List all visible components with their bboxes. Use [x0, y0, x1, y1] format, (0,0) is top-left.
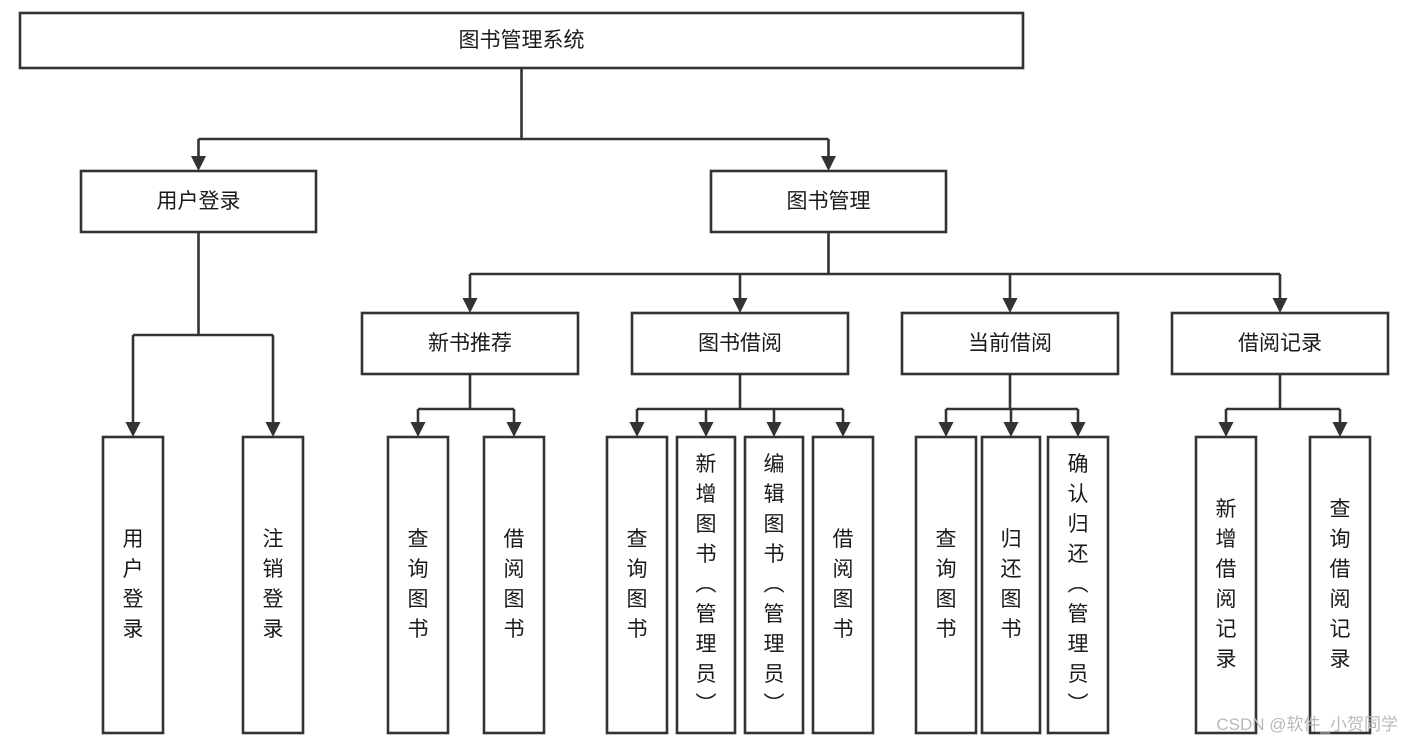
- node-leaf-10-box: [1046, 435, 1110, 735]
- borrow-branch-arrow-3: [835, 422, 851, 437]
- node-leaf-8-box: [914, 435, 978, 735]
- node-leaf-6-label: 编辑图书︵管理员︶: [764, 453, 785, 716]
- node-level3-0[interactable]: 新书推荐: [360, 311, 580, 376]
- node-leaf-1[interactable]: 注销登录: [241, 435, 305, 735]
- node-leaf-5[interactable]: 新增图书︵管理员︶: [675, 435, 737, 735]
- node-level2-0[interactable]: 用户登录: [79, 169, 318, 234]
- csdn-watermark: CSDN @软件_小贺同学: [1216, 715, 1398, 734]
- node-leaf-9-label: 归还图书: [1001, 528, 1022, 641]
- node-layer: 图书管理系统用户登录图书管理新书推荐图书借阅当前借阅借阅记录用户登录注销登录查询…: [18, 11, 1390, 735]
- book-mgmt-branch-arrow-3: [1272, 298, 1288, 313]
- node-system-root[interactable]: 图书管理系统: [18, 11, 1025, 70]
- node-leaf-5-label: 新增图书︵管理员︶: [696, 453, 717, 716]
- node-leaf-9[interactable]: 归还图书: [980, 435, 1042, 735]
- node-leaf-0-label: 用户登录: [123, 528, 144, 641]
- node-leaf-8[interactable]: 查询图书: [914, 435, 978, 735]
- node-level3-2-label: 当前借阅: [968, 332, 1052, 355]
- node-leaf-10-label: 确认归还︵管理员︶: [1068, 453, 1089, 716]
- node-leaf-12-label: 查询借阅记录: [1330, 498, 1351, 671]
- node-leaf-4-box: [605, 435, 669, 735]
- node-level2-1[interactable]: 图书管理: [709, 169, 948, 234]
- root-branch-arrow-1: [821, 156, 836, 171]
- node-leaf-12[interactable]: 查询借阅记录: [1308, 435, 1372, 735]
- current-branch-arrow-0: [938, 422, 954, 437]
- node-level2-1-label: 图书管理: [787, 190, 871, 213]
- node-leaf-3-label: 借阅图书: [504, 528, 525, 641]
- node-leaf-2-label: 查询图书: [408, 528, 429, 641]
- new-book-branch-arrow-0: [410, 422, 426, 437]
- node-level3-3[interactable]: 借阅记录: [1170, 311, 1390, 376]
- node-leaf-11-box: [1194, 435, 1258, 735]
- node-leaf-8-label: 查询图书: [936, 528, 957, 641]
- borrow-branch-arrow-0: [629, 422, 645, 437]
- borrow-branch-arrow-2: [766, 422, 782, 437]
- node-leaf-7-box: [811, 435, 875, 735]
- node-system-root-label: 图书管理系统: [459, 29, 585, 52]
- node-leaf-5-box: [675, 435, 737, 735]
- node-level3-1-box: [630, 311, 850, 376]
- node-leaf-2-box: [386, 435, 450, 735]
- book-mgmt-branch-arrow-2: [1002, 298, 1018, 313]
- node-system-root-box: [18, 11, 1025, 70]
- node-leaf-1-box: [241, 435, 305, 735]
- node-level3-2[interactable]: 当前借阅: [900, 311, 1120, 376]
- user-login-branch-arrow-0: [125, 422, 141, 437]
- node-level3-1-label: 图书借阅: [698, 332, 782, 355]
- node-leaf-0-box: [101, 435, 165, 735]
- book-mgmt-branch-arrow-0: [462, 298, 478, 313]
- node-level3-3-box: [1170, 311, 1390, 376]
- node-leaf-3[interactable]: 借阅图书: [482, 435, 546, 735]
- node-leaf-10[interactable]: 确认归还︵管理员︶: [1046, 435, 1110, 735]
- node-leaf-9-box: [980, 435, 1042, 735]
- node-level3-3-label: 借阅记录: [1238, 332, 1322, 355]
- current-branch-arrow-2: [1070, 422, 1086, 437]
- root-branch-arrow-0: [191, 156, 206, 171]
- node-level2-0-label: 用户登录: [157, 190, 241, 213]
- node-leaf-12-box: [1308, 435, 1372, 735]
- node-leaf-7-label: 借阅图书: [833, 528, 854, 641]
- current-branch-arrow-1: [1003, 422, 1019, 437]
- node-level3-0-box: [360, 311, 580, 376]
- record-branch-arrow-1: [1332, 422, 1348, 437]
- node-level2-0-box: [79, 169, 318, 234]
- borrow-branch-arrow-1: [698, 422, 714, 437]
- new-book-branch-arrow-1: [506, 422, 522, 437]
- connector-layer: [125, 68, 1348, 437]
- node-leaf-11-label: 新增借阅记录: [1216, 498, 1237, 671]
- node-leaf-7[interactable]: 借阅图书: [811, 435, 875, 735]
- user-login-branch-arrow-1: [265, 422, 281, 437]
- record-branch-arrow-0: [1218, 422, 1234, 437]
- node-level3-2-box: [900, 311, 1120, 376]
- node-leaf-4-label: 查询图书: [627, 528, 648, 641]
- node-leaf-4[interactable]: 查询图书: [605, 435, 669, 735]
- node-leaf-2[interactable]: 查询图书: [386, 435, 450, 735]
- node-leaf-1-label: 注销登录: [263, 528, 284, 641]
- node-leaf-6-box: [743, 435, 805, 735]
- node-leaf-6[interactable]: 编辑图书︵管理员︶: [743, 435, 805, 735]
- node-level3-1[interactable]: 图书借阅: [630, 311, 850, 376]
- book-mgmt-branch-arrow-1: [732, 298, 748, 313]
- node-level2-1-box: [709, 169, 948, 234]
- node-leaf-3-box: [482, 435, 546, 735]
- node-leaf-11[interactable]: 新增借阅记录: [1194, 435, 1258, 735]
- node-level3-0-label: 新书推荐: [428, 332, 512, 355]
- node-leaf-0[interactable]: 用户登录: [101, 435, 165, 735]
